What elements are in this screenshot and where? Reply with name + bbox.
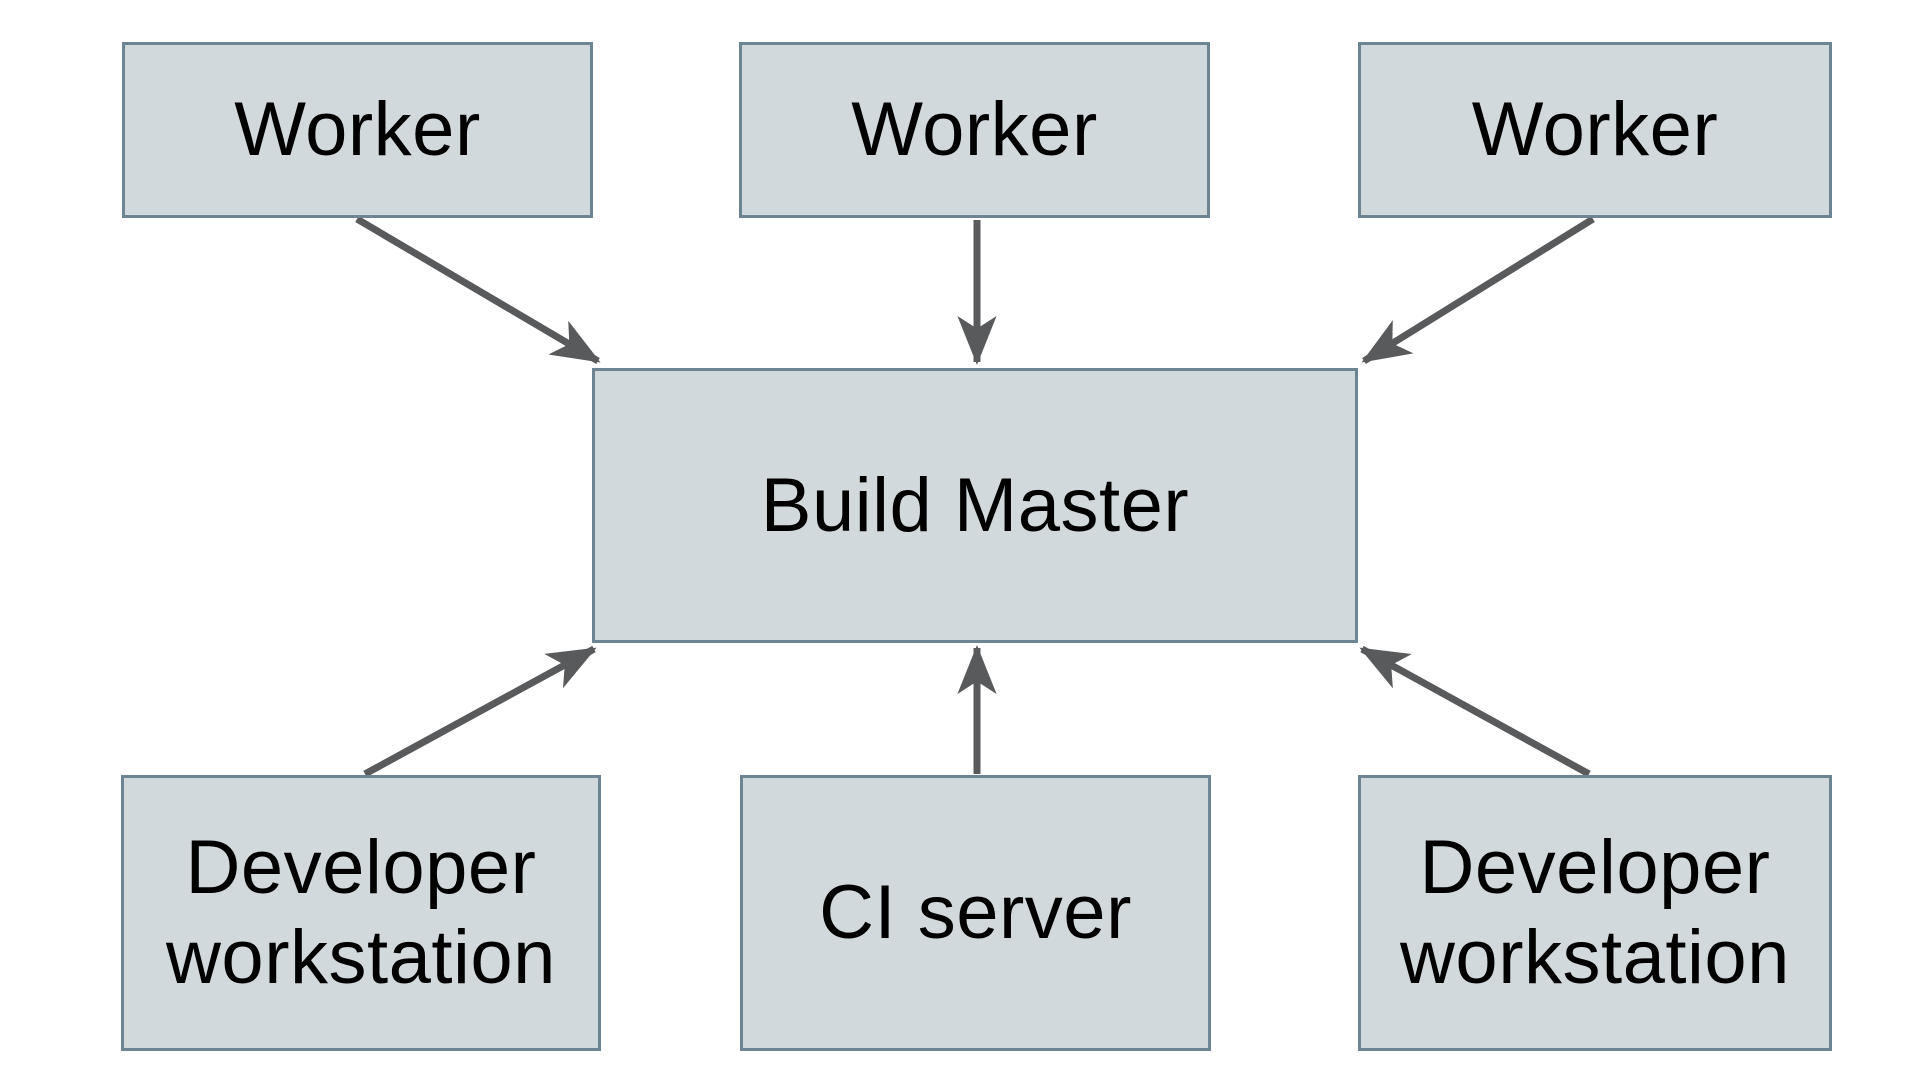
arrow-worker-1-to-build-master — [355, 215, 601, 365]
node-worker-1: Worker — [122, 42, 593, 218]
node-build-master: Build Master — [592, 368, 1358, 643]
node-dev-workstation-left: Developer workstation — [121, 775, 601, 1051]
node-ci-server: CI server — [740, 775, 1211, 1051]
node-label: Developer workstation — [166, 825, 556, 1000]
node-label: Build Master — [760, 462, 1190, 548]
node-label: Worker — [851, 87, 1098, 173]
arrow-worker-3-to-build-master — [1361, 216, 1595, 364]
node-dev-workstation-right: Developer workstation — [1358, 775, 1832, 1051]
node-worker-3: Worker — [1358, 42, 1832, 218]
node-label: Worker — [1471, 87, 1719, 173]
node-label: CI server — [819, 870, 1132, 956]
node-worker-2: Worker — [739, 42, 1210, 218]
node-label: Worker — [234, 87, 481, 173]
arrow-dev-workstation-right-to-build-master — [1359, 645, 1591, 778]
arrow-dev-workstation-left-to-build-master — [363, 645, 597, 778]
node-label: Developer workstation — [1400, 825, 1790, 1000]
